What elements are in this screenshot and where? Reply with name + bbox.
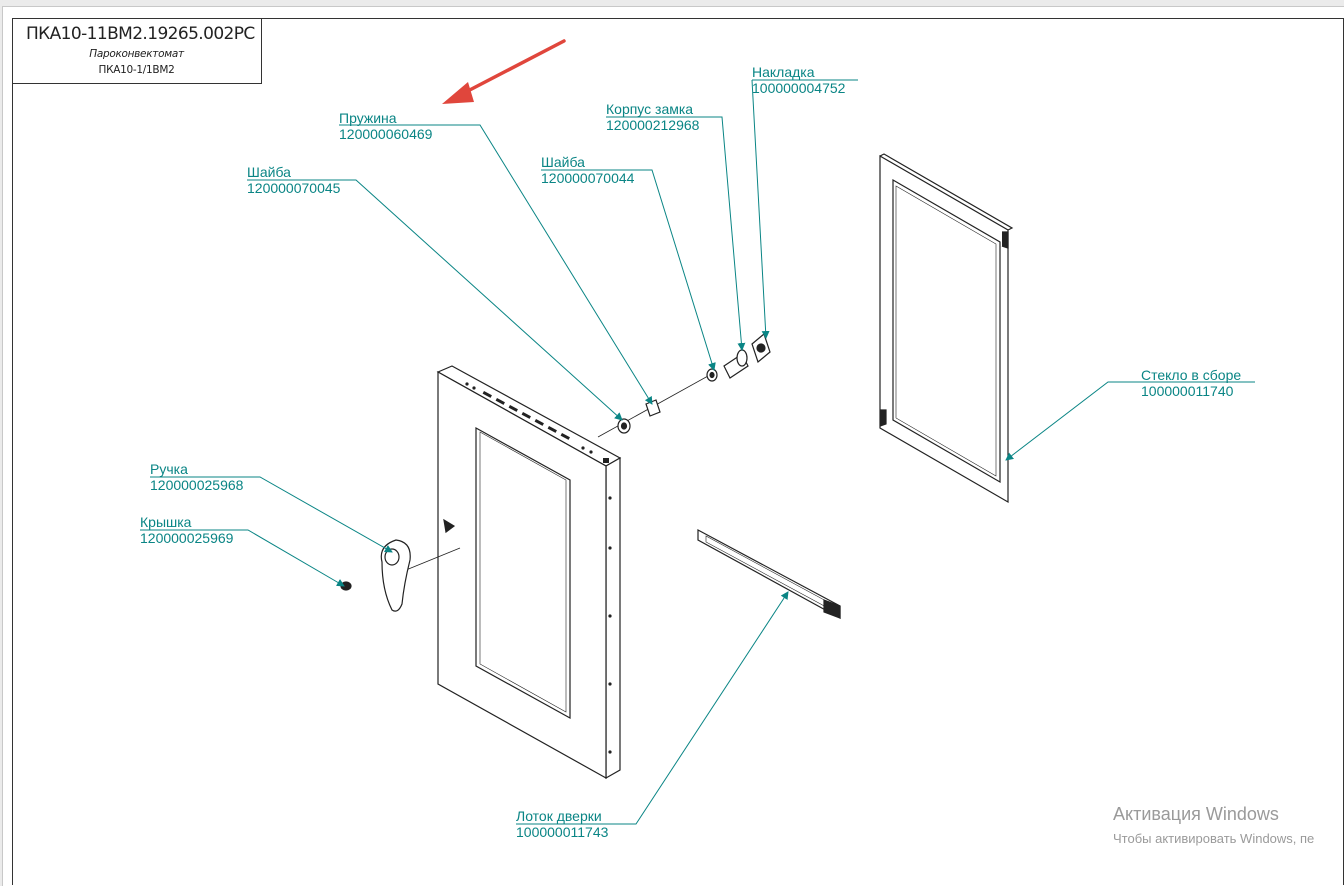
callout-name: Шайба: [541, 154, 585, 170]
callout-name: Лоток дверки: [516, 808, 602, 824]
callout-name: Ручка: [150, 461, 188, 477]
callout-name: Стекло в сборе: [1141, 367, 1242, 383]
callout-part-number: 120000025968: [150, 477, 244, 493]
callout-korpus-zamka: Корпус замка 120000212968: [606, 101, 699, 133]
callout-part-number: 120000212968: [606, 117, 700, 133]
callout-part-number: 120000070044: [541, 170, 635, 186]
callout-name: Накладка: [752, 64, 815, 80]
callout-part-number: 120000070045: [247, 180, 341, 196]
callout-nakladka: Накладка 100000004752: [752, 64, 845, 96]
handle-part: [340, 539, 461, 612]
callout-shaiba-2: Шайба 120000070044: [541, 154, 634, 186]
callout-ruchka: Ручка 120000025968: [150, 461, 243, 493]
callout-part-number: 120000025969: [140, 530, 234, 546]
door-top-vents: [465, 382, 612, 754]
callout-name: Шайба: [247, 164, 291, 180]
glass-assembly-part: [879, 153, 1014, 504]
callout-name: Пружина: [339, 110, 397, 126]
door-part: [436, 365, 622, 780]
callout-shaiba-1: Шайба 120000070045: [247, 164, 340, 196]
callout-part-number: 120000060469: [339, 126, 433, 142]
product-model: ПКА10-1/1ВМ2: [98, 64, 175, 76]
red-annotation-arrow: [442, 39, 566, 104]
drawing-sheet: [2, 6, 1344, 886]
watermark-title: Активация Windows: [1113, 804, 1279, 824]
callout-lotok: Лоток дверки 100000011743: [516, 808, 608, 840]
document-code: ПКА10-11ВМ2.19265.002РС: [26, 24, 255, 44]
callout-part-number: 100000011740: [1141, 383, 1234, 399]
windows-activation-watermark: Активация Windows Чтобы активировать Win…: [1113, 804, 1314, 846]
callout-kryshka: Крышка 120000025969: [140, 514, 233, 546]
title-block: ПКА10-11ВМ2.19265.002РС Пароконвектомат …: [12, 18, 262, 84]
callout-pruzhina: Пружина 120000060469: [339, 110, 432, 142]
callout-part-number: 100000011743: [516, 824, 609, 840]
callout-name: Корпус замка: [606, 101, 694, 117]
leader-lines: [140, 79, 1255, 825]
callout-steklo: Стекло в сборе 100000011740: [1141, 367, 1241, 399]
watermark-text: Чтобы активировать Windows, пе: [1113, 831, 1315, 846]
lock-assembly: [597, 332, 771, 438]
callout-part-number: 100000004752: [752, 80, 846, 96]
product-name: Пароконвектомат: [89, 48, 184, 60]
callout-name: Крышка: [140, 514, 192, 530]
door-tray-part: [697, 528, 841, 620]
